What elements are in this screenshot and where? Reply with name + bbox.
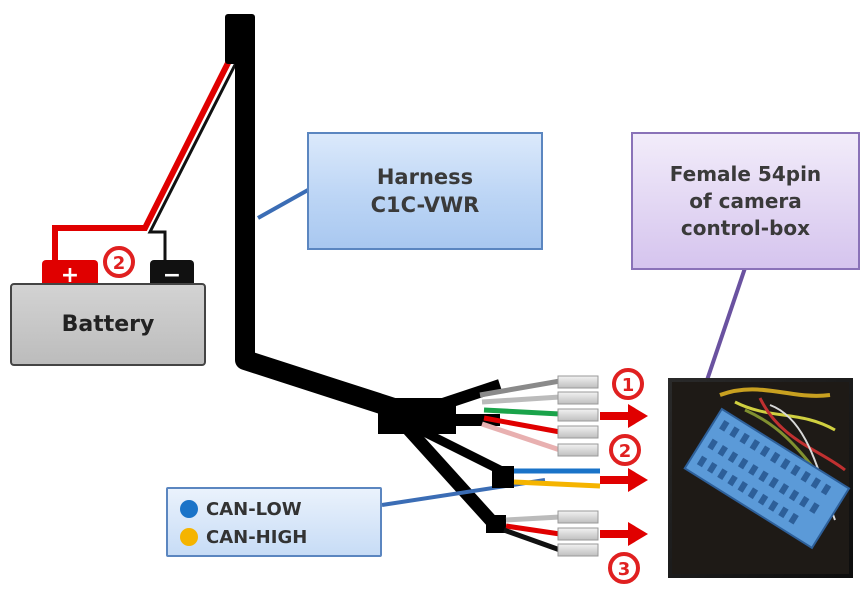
wire-group-top	[479, 375, 599, 457]
female-leader-line	[701, 267, 747, 393]
callout-markers: 2 1 2 3	[103, 246, 644, 584]
negative-terminal-label: −	[163, 263, 181, 288]
callout-2-battery	[103, 246, 135, 278]
svg-text:1: 1	[622, 375, 635, 396]
callout-3	[608, 552, 640, 584]
battery-label: Battery	[61, 312, 155, 337]
wire-group-can	[492, 466, 601, 489]
red-arrows	[600, 404, 648, 546]
can-high-label: CAN-HIGH	[206, 526, 308, 548]
positive-terminal-label: +	[61, 263, 79, 288]
svg-text:2: 2	[619, 441, 632, 462]
harness-trunk	[225, 14, 503, 530]
battery-terminals: + −	[42, 260, 194, 288]
svg-text:2: 2	[113, 253, 126, 274]
female-label-line2: of camera	[689, 188, 802, 213]
wire-group-bottom	[486, 510, 599, 557]
can-high-row: CAN-HIGH	[180, 523, 368, 551]
can-legend-box: CAN-LOW CAN-HIGH	[166, 487, 382, 557]
can-high-dot	[180, 528, 198, 546]
female-label-line3: control-box	[680, 215, 811, 240]
harness-label-box: Harness C1C-VWR	[307, 132, 543, 250]
can-low-dot	[180, 500, 198, 518]
harness-label-line2: C1C-VWR	[370, 193, 480, 217]
battery: Battery	[10, 283, 206, 366]
can-low-label: CAN-LOW	[206, 498, 302, 520]
female-label-line1: Female 54pin	[669, 161, 822, 186]
can-low-row: CAN-LOW	[180, 495, 368, 523]
control-box-photo	[668, 378, 853, 578]
svg-text:3: 3	[618, 559, 631, 580]
harness-leader-line	[257, 188, 309, 220]
harness-top-connector	[225, 14, 255, 64]
callout-1	[612, 368, 644, 400]
callout-2	[609, 434, 641, 466]
harness-label-line1: Harness	[376, 164, 474, 189]
power-cables	[52, 53, 242, 262]
negative-terminal	[150, 260, 194, 288]
female-connector-label-box: Female 54pin of camera control-box	[631, 132, 860, 270]
positive-terminal	[42, 260, 98, 288]
